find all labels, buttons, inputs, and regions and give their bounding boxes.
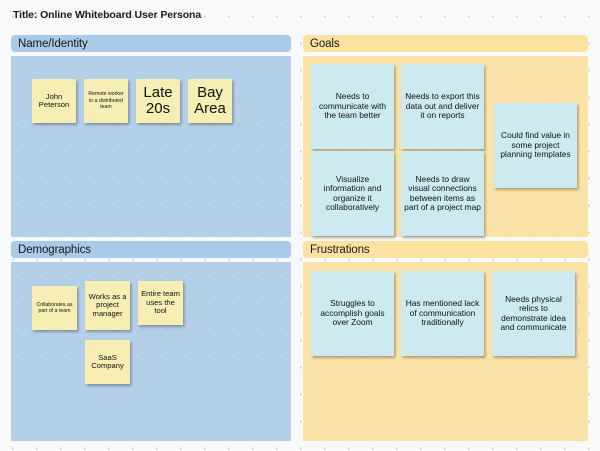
sticky-note[interactable]: Needs to communicate with the team bette… <box>311 64 394 149</box>
section-header-frustrations[interactable]: Frustrations <box>303 241 588 258</box>
board-title: Title: Online Whiteboard User Persona <box>13 9 202 21</box>
sticky-note[interactable]: Remote worker in a distributed team <box>84 79 128 123</box>
sticky-note[interactable]: Needs to export this data out and delive… <box>401 64 484 149</box>
sticky-note[interactable]: Visualize information and organize it co… <box>311 151 394 236</box>
sticky-note[interactable]: John Peterson <box>32 79 76 123</box>
sticky-note[interactable]: Needs to draw visual connections between… <box>401 151 484 236</box>
section-header-goals[interactable]: Goals <box>303 35 588 52</box>
section-header-demographics[interactable]: Demographics <box>11 241 291 258</box>
section-header-name-identity[interactable]: Name/Identity <box>11 35 291 52</box>
sticky-note[interactable]: Late 20s <box>136 79 180 123</box>
sticky-note[interactable]: SaaS Company <box>85 340 130 384</box>
sticky-note[interactable]: Could find value in some project plannin… <box>494 103 577 188</box>
sticky-note[interactable]: Entire team uses the tool <box>138 281 183 325</box>
sticky-note[interactable]: Has mentioned lack of communication trad… <box>401 271 484 356</box>
sticky-note[interactable]: Bay Area <box>188 79 232 123</box>
sticky-note[interactable]: Struggles to accomplish goals over Zoom <box>311 271 394 356</box>
sticky-note[interactable]: Collaborates as part of a team <box>32 286 77 330</box>
sticky-note[interactable]: Needs physical relics to demonstrate ide… <box>492 271 575 356</box>
sticky-note[interactable]: Works as a project manager <box>85 281 130 330</box>
